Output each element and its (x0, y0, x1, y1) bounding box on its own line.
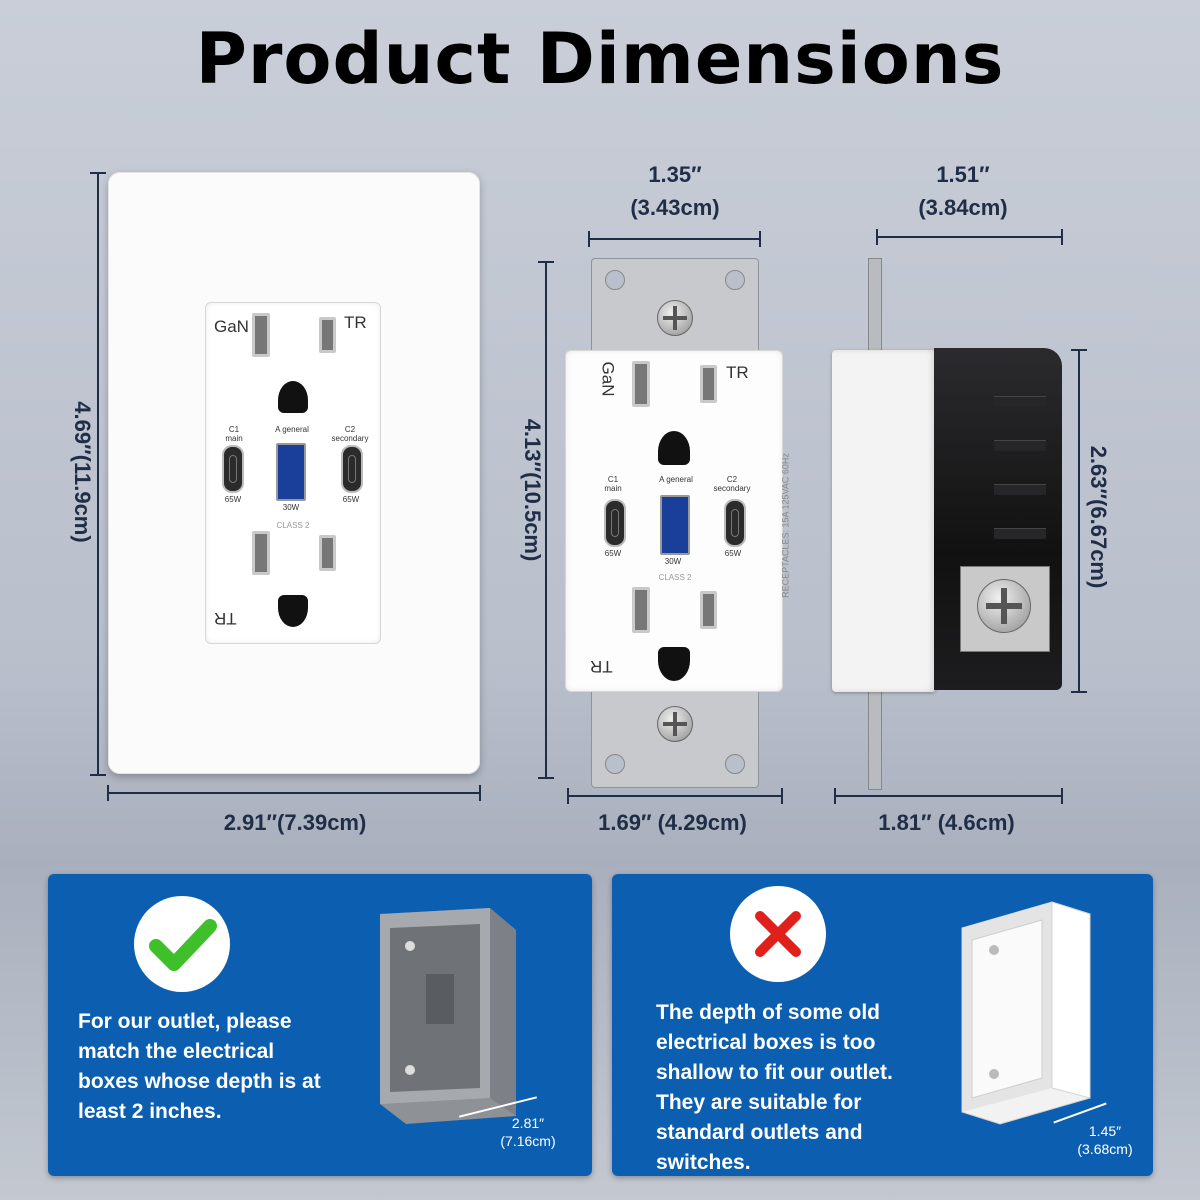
c1-watt: 65W (224, 495, 242, 504)
outlet-side-top-in: 1.51″ (936, 162, 990, 187)
outlet-front-height-line (538, 261, 554, 779)
tr-mark-bottom: TR (214, 609, 237, 628)
a-watt: 30W (664, 557, 682, 566)
brand-mark: GaN (214, 317, 249, 336)
housing-rib (994, 440, 1046, 451)
a-label: A general (275, 425, 309, 434)
outlet-front-bottom-label: 1.69″ (4.29cm) (598, 810, 747, 835)
incompatible-box-text: The depth of some old electrical boxes i… (656, 1001, 893, 1174)
a-watt: 30W (282, 503, 300, 512)
class-mark: CLASS 2 (276, 521, 310, 530)
strap-hole (605, 270, 625, 290)
outlet-side-top-line (876, 229, 1063, 245)
c2-watt: 65W (342, 495, 360, 504)
usb-a-port (276, 443, 306, 501)
outlet-side-height-line (1071, 349, 1087, 693)
cross-icon (755, 911, 801, 957)
outlet-slot (319, 535, 336, 571)
c2-watt: 65W (724, 549, 742, 558)
outlet-slot (632, 587, 650, 633)
mounting-screw (657, 300, 693, 336)
incompatible-box-panel: The depth of some old electrical boxes i… (612, 874, 1153, 1176)
wall-plate-width-line (107, 785, 481, 801)
outlet-slot (319, 317, 336, 353)
housing-rib (994, 528, 1046, 539)
housing-rib (994, 484, 1046, 495)
compatible-box-panel: For our outlet, please match the electri… (48, 874, 592, 1176)
side-face (832, 350, 936, 692)
side-housing (934, 348, 1062, 690)
cross-badge (730, 886, 826, 982)
usb-c-port (341, 445, 363, 493)
compatible-box-text: For our outlet, please match the electri… (78, 1010, 321, 1123)
outlet-slot (252, 531, 270, 575)
ground-hole (658, 431, 690, 465)
outlet-front-bottom-line (567, 788, 783, 804)
outlet-slot (700, 591, 717, 629)
terminal-screw (977, 579, 1031, 633)
deep-box-depth: 2.81″(7.16cm) (500, 1115, 556, 1149)
outlet-front-height-label: 4.13″(10.5cm) (520, 418, 545, 562)
terminal-plate (960, 566, 1050, 652)
outlet-slot (632, 361, 650, 407)
brand-mark: GaN (598, 361, 618, 397)
strap-hole (725, 754, 745, 774)
outlet-side-top-cm: (3.84cm) (918, 195, 1008, 220)
outlet-front-top-line (588, 231, 761, 247)
class-mark: CLASS 2 (658, 573, 692, 582)
wall-plate-height-label: 4.69″(11.9cm) (70, 401, 95, 543)
page-title: Product Dimensions (195, 18, 1005, 100)
wall-plate-width-label: 2.91″(7.39cm) (223, 810, 367, 835)
usb-c-port (724, 499, 746, 547)
outlet-slot (700, 365, 717, 403)
strap-hole (605, 754, 625, 774)
strap-hole (725, 270, 745, 290)
usb-a-port (660, 495, 690, 555)
usb-c-port (222, 445, 244, 493)
ground-hole (658, 647, 690, 681)
outlet-side-bottom-line (834, 788, 1063, 804)
shallow-electrical-box-image (961, 901, 1091, 1125)
rating-mark: RECEPTACLES: 15A 125VAC 60Hz (780, 453, 791, 598)
a-label: A general (659, 475, 693, 484)
check-badge (134, 896, 230, 992)
check-icon (149, 919, 217, 971)
wall-plate-height-line (90, 172, 106, 776)
outlet-side-bottom-label: 1.81″ (4.6cm) (878, 810, 1015, 835)
mounting-screw (657, 706, 693, 742)
c1-watt: 65W (604, 549, 622, 558)
ground-hole (278, 595, 308, 627)
outlet-front-top-cm: (3.43cm) (630, 195, 720, 220)
outlet-slot (252, 313, 270, 357)
tr-mark-top: TR (344, 313, 367, 332)
tr-mark-bottom: TR (590, 657, 613, 676)
tr-mark-top: TR (726, 363, 749, 382)
ground-hole (278, 381, 308, 413)
outlet-side (832, 258, 1068, 798)
housing-rib (994, 396, 1046, 407)
outlet-front-top-in: 1.35″ (648, 162, 702, 187)
deep-electrical-box-image (380, 908, 516, 1124)
outlet-side-height-label: 2.63″(6.67cm) (1086, 445, 1111, 589)
usb-c-port (604, 499, 626, 547)
shallow-box-depth: 1.45″(3.68cm) (1077, 1123, 1133, 1157)
